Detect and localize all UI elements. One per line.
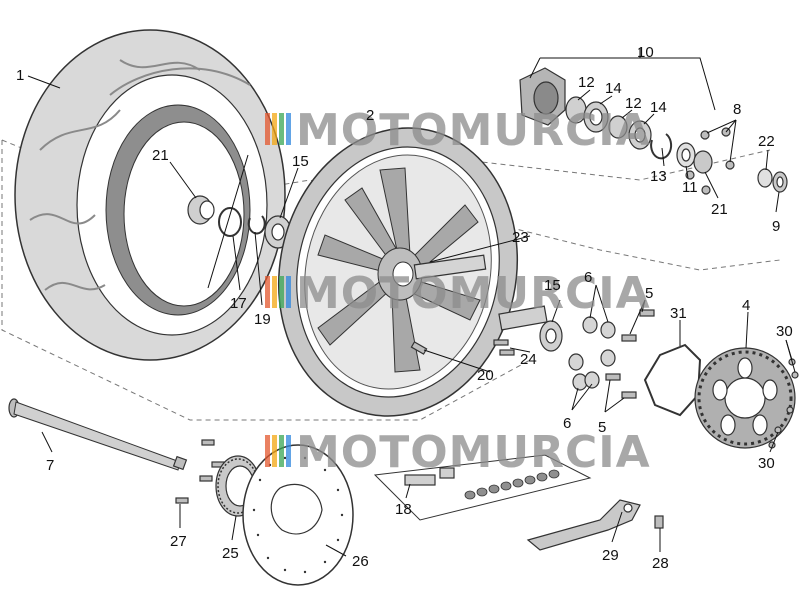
bearing-part-14b (628, 120, 652, 150)
sprocket-carrier-part-10 (519, 67, 566, 126)
damper-part-6 (568, 316, 616, 391)
spacer-tube-part-23 (413, 254, 487, 280)
chain-guard-part-29 (526, 499, 641, 551)
callout-14-right: 14 (650, 99, 667, 116)
watermark-text-1: MOTOMURCIA (296, 105, 651, 156)
watermark-logo-stripes-1 (265, 113, 291, 145)
callout-24: 24 (520, 351, 537, 368)
callout-15-right: 15 (544, 277, 561, 294)
spacer-part-21 (187, 195, 215, 225)
callout-5-top: 5 (645, 285, 653, 302)
bolt-part-24 (493, 339, 515, 356)
callout-30-top: 30 (776, 323, 793, 340)
bearing-part-12b (608, 115, 628, 139)
callout-10: 10 (637, 44, 654, 61)
watermark: MOTOMURCIA MOTOMURCIA MOTOMURCIA (265, 105, 651, 478)
screw-part-20 (410, 341, 428, 355)
circlip-part-13 (650, 133, 673, 160)
watermark-text-2: MOTOMURCIA (296, 268, 651, 319)
callout-8: 8 (733, 101, 741, 118)
callout-6-bottom: 6 (563, 415, 571, 432)
callout-15-left: 15 (292, 153, 309, 170)
callout-29: 29 (602, 547, 619, 564)
callout-4: 4 (742, 297, 750, 314)
callout-23: 23 (512, 229, 529, 246)
bearing-part-14a (583, 101, 609, 133)
callout-6-top: 6 (584, 269, 592, 286)
wheel-rim-part (277, 127, 519, 417)
callout-9: 9 (772, 218, 780, 235)
hub-tube-part (498, 305, 548, 331)
circlip-part-17 (218, 207, 242, 237)
callout-13: 13 (650, 168, 667, 185)
bearing-part-15-right (539, 320, 563, 352)
stud-part-5 (605, 309, 655, 399)
callout-17: 17 (230, 295, 247, 312)
callout-18: 18 (395, 501, 412, 518)
callout-12-right: 12 (625, 95, 642, 112)
callout-2: 2 (366, 107, 374, 124)
callout-labels: 1 2 4 5 5 6 6 7 8 9 10 11 12 12 13 14 14… (16, 44, 793, 572)
callout-19: 19 (254, 311, 271, 328)
callout-28: 28 (652, 555, 669, 572)
callout-26: 26 (352, 553, 369, 570)
callout-1: 1 (16, 67, 24, 84)
callout-20: 20 (477, 367, 494, 384)
callout-12-left: 12 (578, 74, 595, 91)
axle-part-7 (8, 398, 188, 471)
watermark-text-3: MOTOMURCIA (296, 427, 651, 478)
callout-27: 27 (170, 533, 187, 550)
callout-22: 22 (758, 133, 775, 150)
watermark-logo-stripes-3 (265, 435, 291, 467)
sprocket-part-4 (694, 347, 796, 449)
chain-part-18 (373, 454, 592, 521)
callout-31: 31 (670, 305, 687, 322)
tyre-part (14, 29, 286, 361)
nut-part-9 (772, 171, 788, 193)
leader-lines (27, 48, 796, 557)
callout-21-left: 21 (152, 147, 169, 164)
seal-part-19 (247, 215, 266, 235)
callout-7: 7 (46, 457, 54, 474)
callout-14-left: 14 (605, 80, 622, 97)
washer-part-11 (676, 142, 696, 168)
callout-25: 25 (222, 545, 239, 562)
callout-21-right: 21 (711, 201, 728, 218)
spacer-part-21-right (693, 150, 713, 174)
bolt-part-27 (175, 439, 225, 504)
washer-part-22 (757, 168, 773, 188)
watermark-logo-stripes-2 (265, 276, 291, 308)
bolt-part-28 (654, 515, 664, 529)
sprocket-plate-part-31 (643, 343, 702, 417)
callout-5-bottom: 5 (598, 419, 606, 436)
callout-30-bottom: 30 (758, 455, 775, 472)
callout-11: 11 (682, 179, 698, 196)
brake-disc-part-26 (242, 444, 354, 586)
